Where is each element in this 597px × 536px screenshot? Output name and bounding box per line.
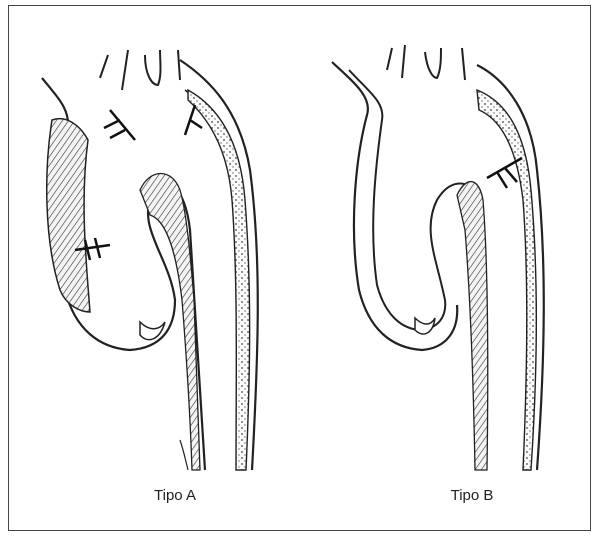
entry-tear-1 bbox=[104, 110, 135, 140]
caption-tipo-a: Tipo A bbox=[75, 487, 275, 504]
aorta-diagram-type-a bbox=[0, 0, 300, 536]
arch-false-lumen bbox=[457, 182, 488, 470]
aortic-valve bbox=[415, 318, 435, 334]
left-carotid bbox=[145, 50, 161, 85]
left-carotid bbox=[425, 48, 441, 78]
panel-tipo-a: Tipo A bbox=[0, 0, 300, 536]
ascending-aorta-outline bbox=[332, 62, 457, 350]
panel-tipo-b: Tipo B bbox=[297, 0, 597, 536]
brachiocephalic-trunk bbox=[387, 45, 405, 78]
brachiocephalic-trunk bbox=[100, 50, 128, 90]
ascending-false-lumen bbox=[47, 119, 90, 312]
left-subclavian bbox=[462, 48, 465, 80]
left-subclavian bbox=[178, 50, 180, 80]
caption-tipo-b: Tipo B bbox=[372, 487, 572, 504]
aorta-diagram-type-b bbox=[297, 0, 597, 536]
